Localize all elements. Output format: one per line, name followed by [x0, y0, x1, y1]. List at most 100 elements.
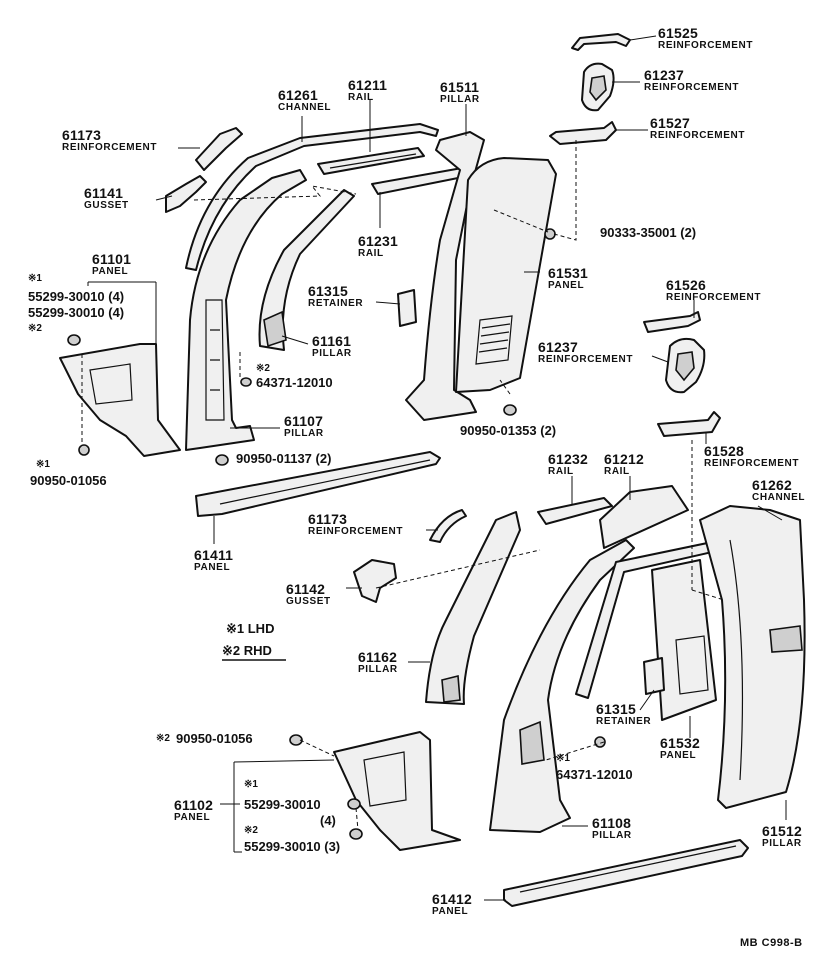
part-61162-label: 61162 PILLAR [358, 650, 398, 675]
panel-61531-drawing [455, 157, 557, 393]
part-name: CHANNEL [278, 102, 332, 113]
part-number: 61411 [194, 547, 234, 563]
fastener-90950-01056-lower-label: 90950-01056 [176, 731, 253, 746]
part-61261-label: 61261 CHANNEL [278, 88, 331, 113]
part-name: PILLAR [592, 830, 632, 841]
note-marker: ※2 [256, 363, 270, 374]
part-name: RAIL [604, 466, 630, 477]
part-name: CHANNEL [752, 492, 806, 503]
note-marker: ※2 [156, 733, 170, 744]
rail-61212-drawing [599, 485, 689, 549]
part-61211-label: 61211 RAIL [348, 78, 387, 103]
fastener-55299-lower-label: 55299-30010 [244, 797, 321, 812]
part-name: PANEL [174, 812, 211, 823]
reinforcement-61173-lower-drawing [429, 509, 467, 543]
part-61315-lower-label: 61315 RETAINER [596, 702, 651, 727]
alignment-lines [81, 140, 725, 831]
fastener-symbols [67, 228, 606, 840]
part-number: 61525 [658, 25, 698, 41]
part-name: PANEL [548, 280, 585, 291]
reinforcement-61237-upper-drawing [581, 62, 615, 112]
part-number: 61108 [592, 815, 632, 831]
part-number: 61261 [278, 87, 318, 103]
part-number: 61231 [358, 233, 398, 249]
leader-lines [87, 35, 787, 901]
part-number: 61173 [62, 127, 102, 143]
reinforcement-61528-drawing [657, 411, 721, 437]
part-number: 61102 [174, 797, 214, 813]
panel-61101-drawing [59, 343, 181, 457]
fastener-90333-label: 90333-35001 (2) [600, 225, 697, 240]
note-marker: ※2 [28, 323, 42, 334]
part-61511-label: 61511 PILLAR [440, 80, 480, 105]
pillar-61161-drawing [258, 189, 355, 351]
part-number: 61173 [308, 511, 348, 527]
pillar-61162-drawing [425, 511, 521, 705]
part-61101-label: 61101 PANEL [92, 252, 131, 277]
note-marker: ※1 [556, 753, 570, 764]
part-61531-label: 61531 PANEL [548, 266, 588, 291]
part-name: PILLAR [312, 348, 352, 359]
gusset-61142-drawing [353, 559, 397, 603]
part-number: 61162 [358, 649, 398, 665]
reinforcement-61526-drawing [643, 311, 701, 333]
fastener-55299-label: 55299-30010 (4) [28, 305, 125, 320]
retainer-61315-upper-drawing [397, 289, 417, 327]
part-61173-upper-label: 61173 REINFORCEMENT [62, 128, 157, 153]
part-61102-label: 61102 PANEL [174, 798, 213, 823]
part-name: REINFORCEMENT [538, 354, 634, 365]
part-number: 61237 [538, 339, 578, 355]
part-number: 61528 [704, 443, 744, 459]
part-name: RAIL [358, 248, 384, 259]
part-name: RAIL [548, 466, 574, 477]
part-61315-upper-label: 61315 RETAINER [308, 284, 363, 309]
pillar-61511-drawing [405, 131, 485, 421]
part-number: 61101 [92, 251, 132, 267]
part-name: REINFORCEMENT [62, 142, 158, 153]
part-number: 61107 [284, 413, 324, 429]
rail-61232-drawing [537, 497, 613, 525]
reinforcement-61527-drawing [549, 121, 617, 145]
reinforcement-61525-drawing [571, 33, 631, 51]
note-marker: ※1 [244, 779, 258, 790]
part-name: PANEL [92, 266, 129, 277]
part-number: 61315 [308, 283, 348, 299]
part-number: 61161 [312, 333, 352, 349]
part-61108-label: 61108 PILLAR [592, 816, 632, 841]
part-61107-label: 61107 PILLAR [284, 414, 324, 439]
part-number: 61237 [644, 67, 684, 83]
part-61173-lower-label: 61173 REINFORCEMENT [308, 512, 403, 537]
part-number: 61262 [752, 477, 792, 493]
part-name: REINFORCEMENT [666, 292, 762, 303]
part-name: GUSSET [84, 200, 129, 211]
note-marker: ※1 [36, 459, 50, 470]
part-number: 61141 [84, 185, 124, 201]
fastener-55299-lower-qty: (4) [320, 813, 336, 828]
pillar-61107-drawing [185, 169, 307, 451]
rail-61211-drawing [317, 147, 425, 175]
retainer-61315-lower-drawing [643, 657, 665, 695]
legend-rhd: ※2 RHD [222, 643, 272, 658]
part-61527-label: 61527 REINFORCEMENT [650, 116, 745, 141]
part-61412-label: 61412 PANEL [432, 892, 472, 917]
legend-lhd: ※1 LHD [226, 621, 275, 636]
part-name: RETAINER [308, 298, 364, 309]
part-number: 61511 [440, 79, 480, 95]
part-name: GUSSET [286, 596, 331, 607]
part-name: REINFORCEMENT [644, 82, 740, 93]
fastener-55299-label: 55299-30010 (4) [28, 289, 125, 304]
part-number: 61532 [660, 735, 700, 751]
part-number: 61527 [650, 115, 690, 131]
panel-61412-drawing [503, 839, 749, 907]
fastener-64371-upper-label: 64371-12010 [256, 375, 333, 390]
part-61411-label: 61411 PANEL [194, 548, 233, 573]
part-number: 61412 [432, 891, 472, 907]
part-number: 61531 [548, 265, 588, 281]
part-number: 61142 [286, 581, 326, 597]
part-name: REINFORCEMENT [704, 458, 800, 469]
part-number: 61315 [596, 701, 636, 717]
part-name: REINFORCEMENT [650, 130, 746, 141]
fastener-90950-01137-label: 90950-01137 (2) [236, 451, 332, 466]
part-61512-label: 61512 PILLAR [762, 824, 802, 849]
